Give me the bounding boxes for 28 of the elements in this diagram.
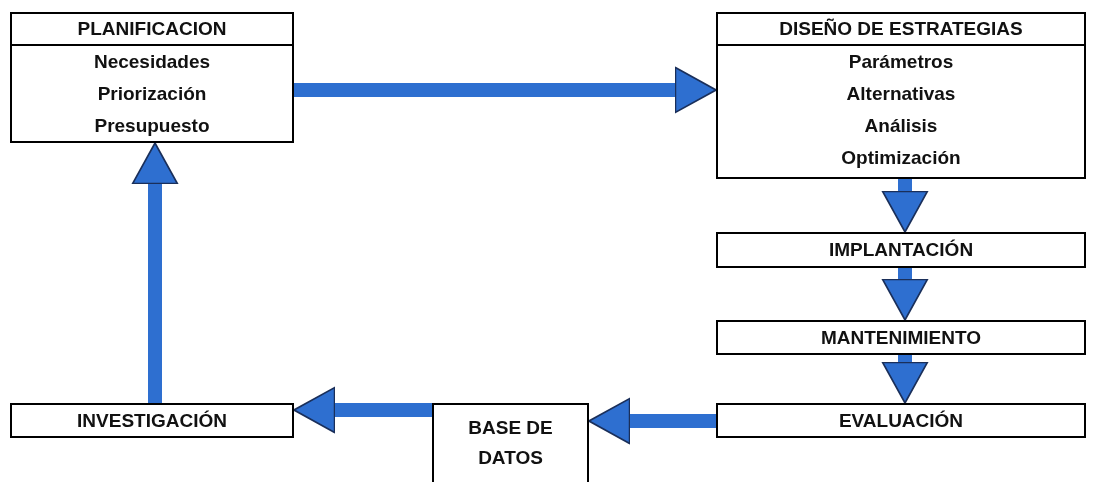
process-box xyxy=(432,403,589,482)
process-box xyxy=(10,12,294,143)
arrow xyxy=(131,142,179,403)
arrow xyxy=(881,268,929,321)
box-text: Alternativas xyxy=(845,82,957,106)
process-box xyxy=(716,403,1086,438)
box-text: BASE DE DATOS xyxy=(467,416,554,470)
arrow xyxy=(294,66,717,114)
process-box xyxy=(10,403,294,438)
box-text: Presupuesto xyxy=(93,114,211,138)
box-text: Optimización xyxy=(840,146,962,170)
box-text: INVESTIGACIÓN xyxy=(76,409,228,433)
arrow xyxy=(881,355,929,404)
process-box xyxy=(716,232,1086,268)
arrow xyxy=(293,386,432,434)
box-text: EVALUACIÓN xyxy=(837,409,965,433)
box-text: Necesidades xyxy=(92,50,212,74)
arrow xyxy=(588,397,716,445)
process-box xyxy=(716,320,1086,355)
box-text: IMPLANTACIÓN xyxy=(827,238,975,262)
process-box xyxy=(716,12,1086,179)
box-text: Análisis xyxy=(863,114,939,138)
box-heading: DISEÑO DE ESTRATEGIAS xyxy=(718,14,1084,46)
box-text: MANTENIMIENTO xyxy=(819,326,983,350)
box-text: Parámetros xyxy=(847,50,955,74)
arrow xyxy=(881,179,929,233)
box-heading: PLANIFICACION xyxy=(12,14,292,46)
box-text: Priorización xyxy=(96,82,208,106)
